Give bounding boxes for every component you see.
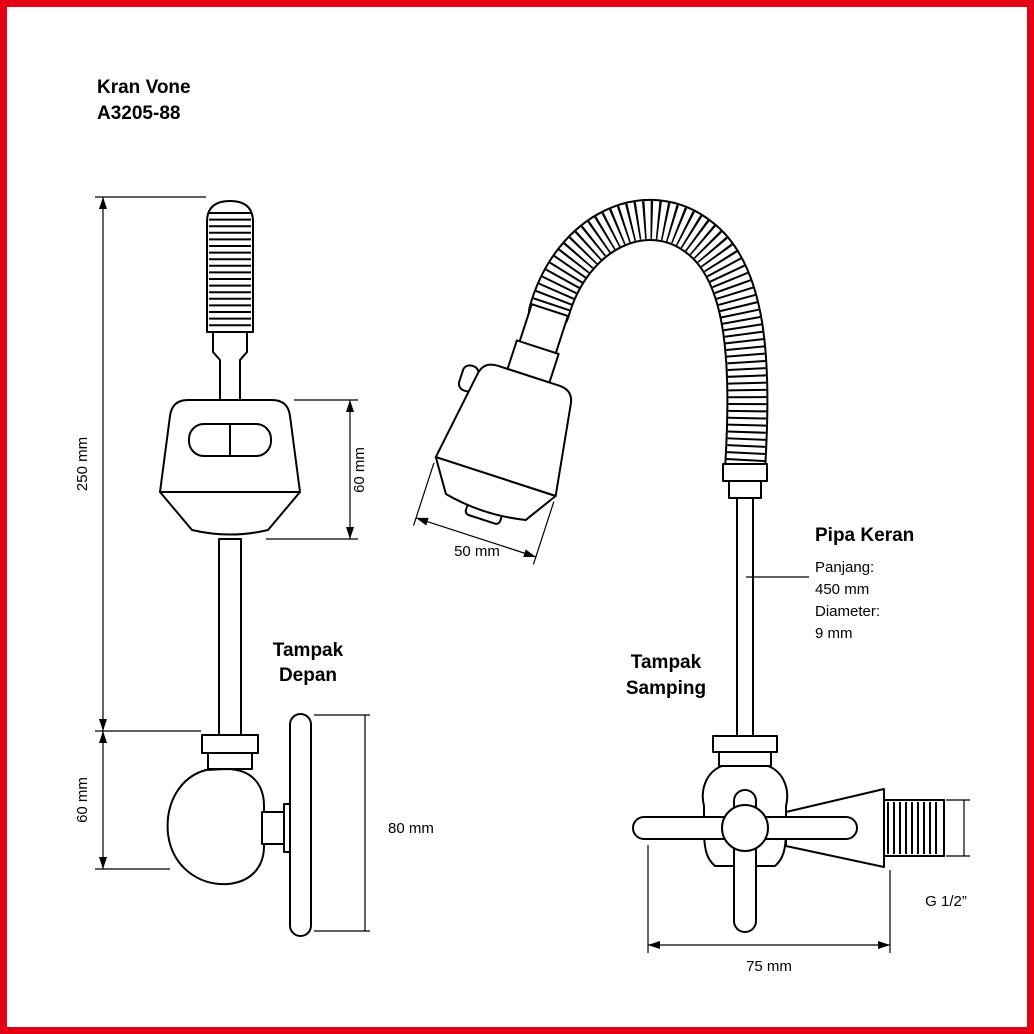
pipe-note-diameter-label: Diameter: — [815, 603, 880, 620]
front-handle-bar — [289, 713, 312, 937]
front-view-label-line2: Depan — [279, 665, 337, 686]
pipe-note: Pipa Keran Panjang: 450 mm Diameter: 9 m… — [746, 525, 914, 642]
side-head-body — [434, 363, 573, 497]
pipe-note-diameter-value: 9 mm — [815, 625, 853, 642]
dim-60mm-head-label: 60 mm — [351, 447, 368, 493]
dim-80mm-handle: 80 mm — [314, 714, 434, 932]
side-thread — [883, 799, 945, 857]
side-hose-collar — [722, 463, 768, 482]
dim-g-half: G 1/2” — [925, 799, 970, 910]
side-view-label: Tampak Samping — [626, 652, 706, 699]
pipe-note-length-value: 450 mm — [815, 581, 869, 598]
dim-50mm-label: 50 mm — [454, 543, 500, 560]
dim-60mm-head: 60 mm — [266, 399, 368, 540]
doc-model: A3205-88 — [97, 103, 180, 124]
dim-50mm-head — [412, 462, 555, 565]
dim-75mm-label: 75 mm — [746, 958, 792, 975]
doc-title: Kran Vone — [97, 77, 191, 98]
side-hose-collar-lower — [728, 480, 762, 499]
front-valve-assembly — [166, 713, 312, 937]
dim-80mm-label: 80 mm — [388, 820, 434, 837]
side-wall-flange — [712, 735, 778, 753]
side-pipe — [736, 497, 754, 737]
front-wall-flange — [201, 734, 259, 754]
dim-60mm-inlet: 60 mm — [74, 731, 170, 870]
dim-60mm-inlet-label: 60 mm — [74, 777, 91, 823]
side-view-label-line1: Tampak — [631, 652, 702, 673]
dim-75mm: 75 mm — [647, 845, 891, 975]
side-valve-assembly — [632, 735, 945, 933]
front-wall-collar — [207, 752, 253, 770]
dim-250mm-label: 250 mm — [74, 437, 91, 491]
side-wall-collar — [718, 751, 772, 767]
front-hose-connector — [212, 331, 248, 401]
front-handle-stem — [261, 811, 287, 845]
side-view-label-line2: Samping — [626, 678, 706, 699]
front-head-cap — [159, 491, 301, 536]
front-pipe — [218, 538, 242, 736]
dim-250mm: 250 mm — [74, 196, 206, 732]
side-flex-hose — [528, 199, 769, 491]
pipe-note-title: Pipa Keran — [815, 525, 914, 546]
doc-title-block: Kran Vone A3205-88 — [97, 77, 191, 124]
dim-g-half-label: G 1/2” — [925, 893, 967, 910]
side-pipe-group — [722, 463, 768, 737]
side-head-cap — [434, 456, 557, 521]
front-view-label: Tampak Depan — [273, 640, 344, 686]
front-view: 250 mm 60 mm 60 mm — [74, 196, 434, 937]
side-handle-hub — [721, 804, 769, 852]
front-valve-body — [166, 768, 265, 886]
front-flex-hose — [206, 200, 254, 333]
pipe-note-length-label: Panjang: — [815, 559, 874, 576]
front-view-label-line1: Tampak — [273, 640, 344, 661]
front-spray-head — [159, 399, 301, 536]
side-view: 50 mm Pipa Keran Panjang: 450 mm Diamete… — [412, 199, 970, 975]
side-spray-head-group — [412, 303, 573, 565]
